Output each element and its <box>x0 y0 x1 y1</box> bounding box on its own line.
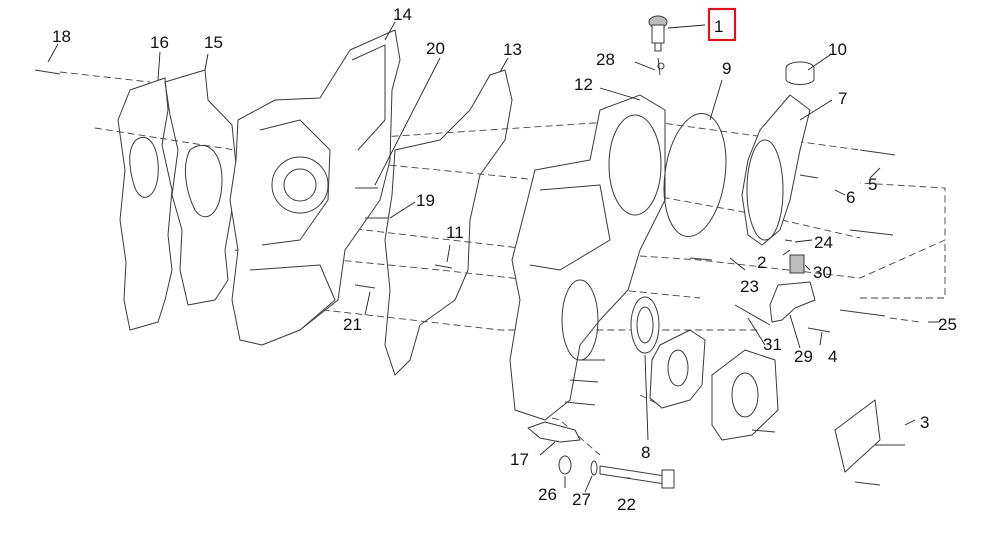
bolt-set <box>34 69 905 486</box>
oil-seal-8 <box>630 296 660 354</box>
flange-housing-bore <box>731 372 759 418</box>
housing-14-bore-inner <box>283 168 317 202</box>
bolt-22-head <box>661 469 675 489</box>
callout-23[interactable]: 23 <box>740 277 759 296</box>
cover-plate-3 <box>834 399 881 473</box>
leader-lines <box>47 21 940 493</box>
nut-26 <box>558 455 572 475</box>
callout-4[interactable]: 4 <box>828 347 837 366</box>
callout-6[interactable]: 6 <box>846 188 855 207</box>
flange-housing <box>711 349 779 441</box>
callout-3[interactable]: 3 <box>920 413 929 432</box>
callout-10[interactable]: 10 <box>828 40 847 59</box>
gasket-plate-hole <box>667 349 689 387</box>
gasket-16 <box>117 77 173 331</box>
callout-17[interactable]: 17 <box>510 450 529 469</box>
front-cover-12 <box>509 94 666 421</box>
gasket-13 <box>384 69 513 376</box>
callout-28[interactable]: 28 <box>596 50 615 69</box>
callouts: 1 2 3 4 5 6 7 8 9 10 11 12 13 14 15 16 1… <box>52 5 957 514</box>
callout-9[interactable]: 9 <box>722 59 731 78</box>
cap-10-body <box>785 68 815 85</box>
bolt-22 <box>599 465 666 485</box>
gasket-9 <box>663 112 727 238</box>
housing-14-bore <box>271 156 329 214</box>
callout-15[interactable]: 15 <box>204 33 223 52</box>
callout-7[interactable]: 7 <box>838 89 847 108</box>
callout-31[interactable]: 31 <box>763 335 782 354</box>
bracket-29 <box>769 281 816 323</box>
oil-seal-8-inner <box>636 306 654 344</box>
callout-24[interactable]: 24 <box>814 233 833 252</box>
callout-26[interactable]: 26 <box>538 485 557 504</box>
gasket-15-window <box>185 144 223 218</box>
callout-8[interactable]: 8 <box>641 443 650 462</box>
callout-25[interactable]: 25 <box>938 315 957 334</box>
callout-27[interactable]: 27 <box>572 490 591 509</box>
callout-20[interactable]: 20 <box>426 39 445 58</box>
callout-11[interactable]: 11 <box>446 223 464 242</box>
callout-22[interactable]: 22 <box>617 495 636 514</box>
bracket-17 <box>527 421 581 443</box>
callout-5[interactable]: 5 <box>868 175 877 194</box>
callout-1-highlight-box <box>707 7 737 42</box>
callout-12[interactable]: 12 <box>574 75 593 94</box>
callout-1[interactable]: 1 <box>714 17 723 36</box>
front-cover-12-port <box>608 114 662 216</box>
cover-7-face <box>746 139 784 241</box>
housing-14-rib-a <box>259 119 331 246</box>
front-cover-12-rib <box>529 184 611 271</box>
callout-16[interactable]: 16 <box>150 33 169 52</box>
callout-14[interactable]: 14 <box>393 5 412 24</box>
sensor-1 <box>648 15 668 52</box>
gasket-plate <box>649 329 706 409</box>
gasket-16-window <box>129 137 159 198</box>
tensioner-30 <box>789 254 805 274</box>
housing-14-rib-c <box>249 264 336 331</box>
housing-14 <box>229 29 401 346</box>
bolt-28 <box>657 57 661 76</box>
callout-19[interactable]: 19 <box>416 191 435 210</box>
gasket-15 <box>164 69 237 306</box>
cover-7 <box>741 94 811 246</box>
housing-14-rib-b <box>351 44 386 151</box>
callout-30[interactable]: 30 <box>813 263 832 282</box>
callout-21[interactable]: 21 <box>343 315 362 334</box>
washer-28 <box>657 62 665 70</box>
callout-13[interactable]: 13 <box>503 40 522 59</box>
washer-27 <box>590 460 598 476</box>
callout-18[interactable]: 18 <box>52 27 71 46</box>
callout-29[interactable]: 29 <box>794 347 813 366</box>
callout-2[interactable]: 2 <box>757 253 766 272</box>
